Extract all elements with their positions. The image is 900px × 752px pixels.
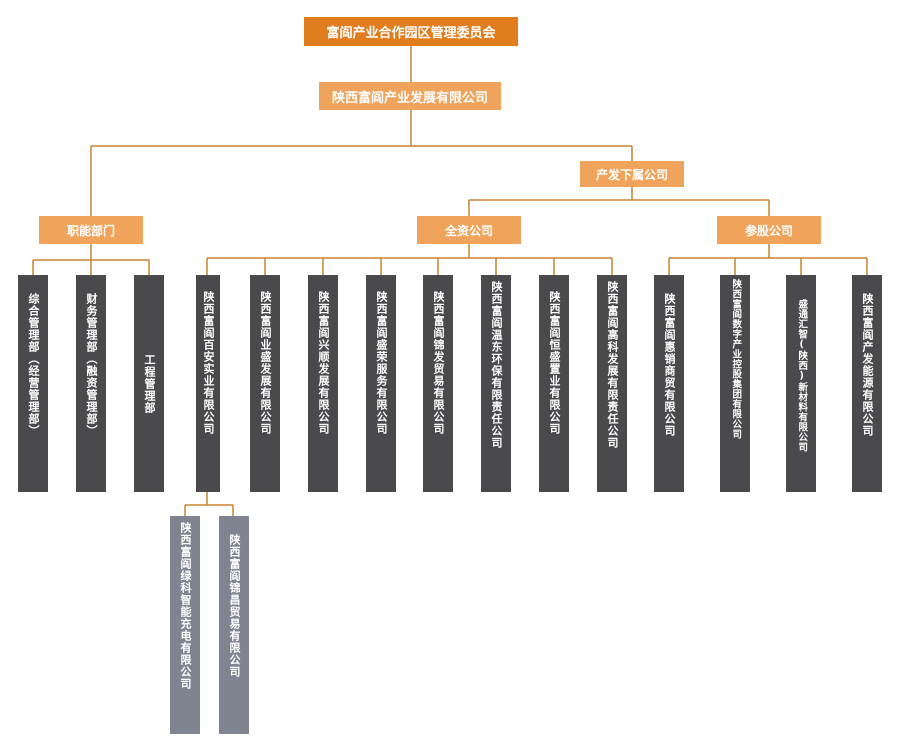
unit-label: 陕西富阎锦发贸易有限公司 [432, 291, 446, 435]
company-shengrong: 陕西富阎盛荣服务有限公司 [366, 275, 396, 492]
company-gaoke: 陕西富阎高科发展有限责任公司 [597, 275, 627, 492]
unit-label: 工程管理部 [143, 353, 157, 414]
company-wendong: 陕西富阎温东环保有限责任公司 [481, 275, 511, 492]
node-label: 参股公司 [744, 223, 793, 238]
unit-label: 盛通汇智(陕西)新材料有限公司 [796, 299, 808, 452]
company-digital-holding: 陕西富阎数字产业控股集团有限公司 [720, 275, 750, 492]
unit-label: 综合管理部（经营管理部） [27, 293, 41, 437]
company-xingshun: 陕西富阎兴顺发展有限公司 [308, 275, 338, 492]
node-label: 陕西富阎产业发展有限公司 [331, 90, 488, 106]
node-management-committee: 富阎产业合作园区管理委员会 [304, 17, 518, 46]
unit-label: 陕西富阎盛荣服务有限公司 [375, 291, 389, 435]
company-energy: 陕西富阎产发能源有限公司 [852, 275, 882, 492]
node-label: 产发下属公司 [595, 167, 668, 182]
unit-label: 陕西富阎数字产业控股集团有限公司 [730, 279, 742, 439]
node-shareholding: 参股公司 [717, 216, 821, 244]
company-lvke-charging: 陕西富阎绿科智能充电有限公司 [170, 516, 200, 734]
company-hengsheng: 陕西富阎恒盛置业有限公司 [539, 275, 569, 492]
unit-label: 财务管理部（融资管理部） [85, 293, 99, 437]
unit-label: 陕西富阎百安实业有限公司 [202, 291, 216, 435]
node-subsidiaries: 产发下属公司 [580, 161, 684, 187]
company-baian: 陕西富阎百安实业有限公司 [196, 275, 220, 492]
unit-label: 陕西富阎兴顺发展有限公司 [317, 291, 331, 435]
unit-label: 陕西富阎高科发展有限责任公司 [606, 281, 620, 449]
node-functional-departments: 职能部门 [39, 216, 143, 244]
unit-finance-management: 财务管理部（融资管理部） [76, 275, 106, 492]
company-yesheng: 陕西富阎业盛发展有限公司 [250, 275, 280, 492]
company-jinchang-trade: 陕西富阎锦昌贸易有限公司 [219, 516, 249, 734]
node-development-company: 陕西富阎产业发展有限公司 [319, 82, 501, 110]
company-jinfa: 陕西富阎锦发贸易有限公司 [423, 275, 453, 492]
unit-label: 陕西富阎恒盛置业有限公司 [548, 291, 562, 435]
node-label: 全资公司 [444, 223, 493, 238]
unit-general-management: 综合管理部（经营管理部） [18, 275, 48, 492]
node-label: 富阎产业合作园区管理委员会 [326, 26, 496, 41]
node-wholly-owned: 全资公司 [417, 216, 521, 244]
company-huixiao: 陕西富阎惠销商贸有限公司 [654, 275, 684, 492]
node-label: 职能部门 [66, 223, 115, 238]
unit-engineering-management: 工程管理部 [134, 275, 164, 492]
unit-label: 陕西富阎温东环保有限责任公司 [490, 281, 504, 449]
unit-label: 陕西富阎绿科智能充电有限公司 [179, 522, 193, 690]
unit-label: 陕西富阎业盛发展有限公司 [259, 291, 273, 435]
unit-label: 陕西富阎锦昌贸易有限公司 [228, 534, 242, 678]
company-shengtong: 盛通汇智(陕西)新材料有限公司 [786, 275, 816, 492]
unit-label: 陕西富阎惠销商贸有限公司 [663, 293, 677, 437]
unit-label: 陕西富阎产发能源有限公司 [861, 293, 875, 437]
